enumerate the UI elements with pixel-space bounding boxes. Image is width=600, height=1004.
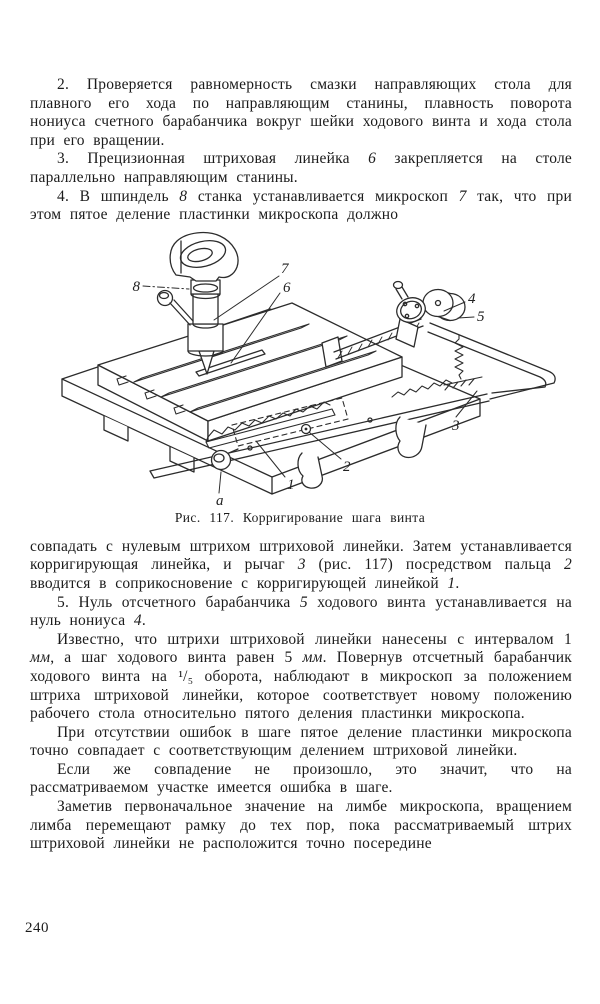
figure-label-6: 6 xyxy=(283,280,291,296)
hidden-outline xyxy=(231,397,349,447)
figure-117: 8 7 6 4 5 3 2 1 а Рис. 117. Корригирован… xyxy=(0,231,600,526)
vernier-dial xyxy=(392,280,426,348)
finger-pin xyxy=(300,423,312,434)
paragraph: 3. Прецизионная штриховая линейка 6 закр… xyxy=(30,150,572,186)
paragraph: 2. Проверяется равномерность смазки напр… xyxy=(30,76,572,149)
microscope-head xyxy=(169,231,239,282)
paragraph: Известно, что штрихи штриховой линейки н… xyxy=(30,630,572,723)
leader-lines xyxy=(142,275,478,494)
crank-handle xyxy=(395,286,409,300)
paragraph: 5. Нуль отсчетного барабанчика 5 ходовог… xyxy=(30,593,572,630)
lever-bar xyxy=(149,393,490,479)
figure-label-a: а xyxy=(216,493,224,507)
text-block-top: 2. Проверяется равномерность смазки напр… xyxy=(30,76,572,225)
work-table xyxy=(97,302,403,442)
figure-label-2: 2 xyxy=(343,459,351,475)
paragraph: совпадать с нулевым штрихом штриховой ли… xyxy=(30,537,572,592)
figure-label-1: 1 xyxy=(287,477,295,493)
lever-frame xyxy=(427,322,556,400)
paragraph: Если же совпадение не произошло, это зна… xyxy=(30,760,572,797)
correction-ruler xyxy=(205,379,453,449)
microscope xyxy=(156,231,239,375)
figure-caption: Рис. 117. Корригирование шага винта xyxy=(174,509,426,525)
figure-label-8: 8 xyxy=(133,279,141,295)
text-block-bottom: совпадать с нулевым штрихом штриховой ли… xyxy=(30,538,572,854)
page-number: 240 xyxy=(25,920,49,936)
figure-illustration: 8 7 6 4 5 3 2 1 а xyxy=(61,231,556,507)
paragraph: Заметив первоначальное значение на лимбе… xyxy=(30,798,572,853)
figure-label-4: 4 xyxy=(468,291,476,307)
figure-label-5: 5 xyxy=(477,309,485,325)
figure-label-7: 7 xyxy=(281,261,290,277)
counting-drum xyxy=(422,288,466,321)
paragraph: При отсутствии ошибок в шаге пятое делен… xyxy=(30,723,572,760)
paragraph: 4. В шпиндель 8 станка устанавливается м… xyxy=(30,187,572,224)
roller xyxy=(210,448,239,470)
ground-hatching xyxy=(444,378,475,391)
spring xyxy=(443,334,483,391)
side-knob xyxy=(156,289,194,326)
figure-label-3: 3 xyxy=(451,418,460,434)
